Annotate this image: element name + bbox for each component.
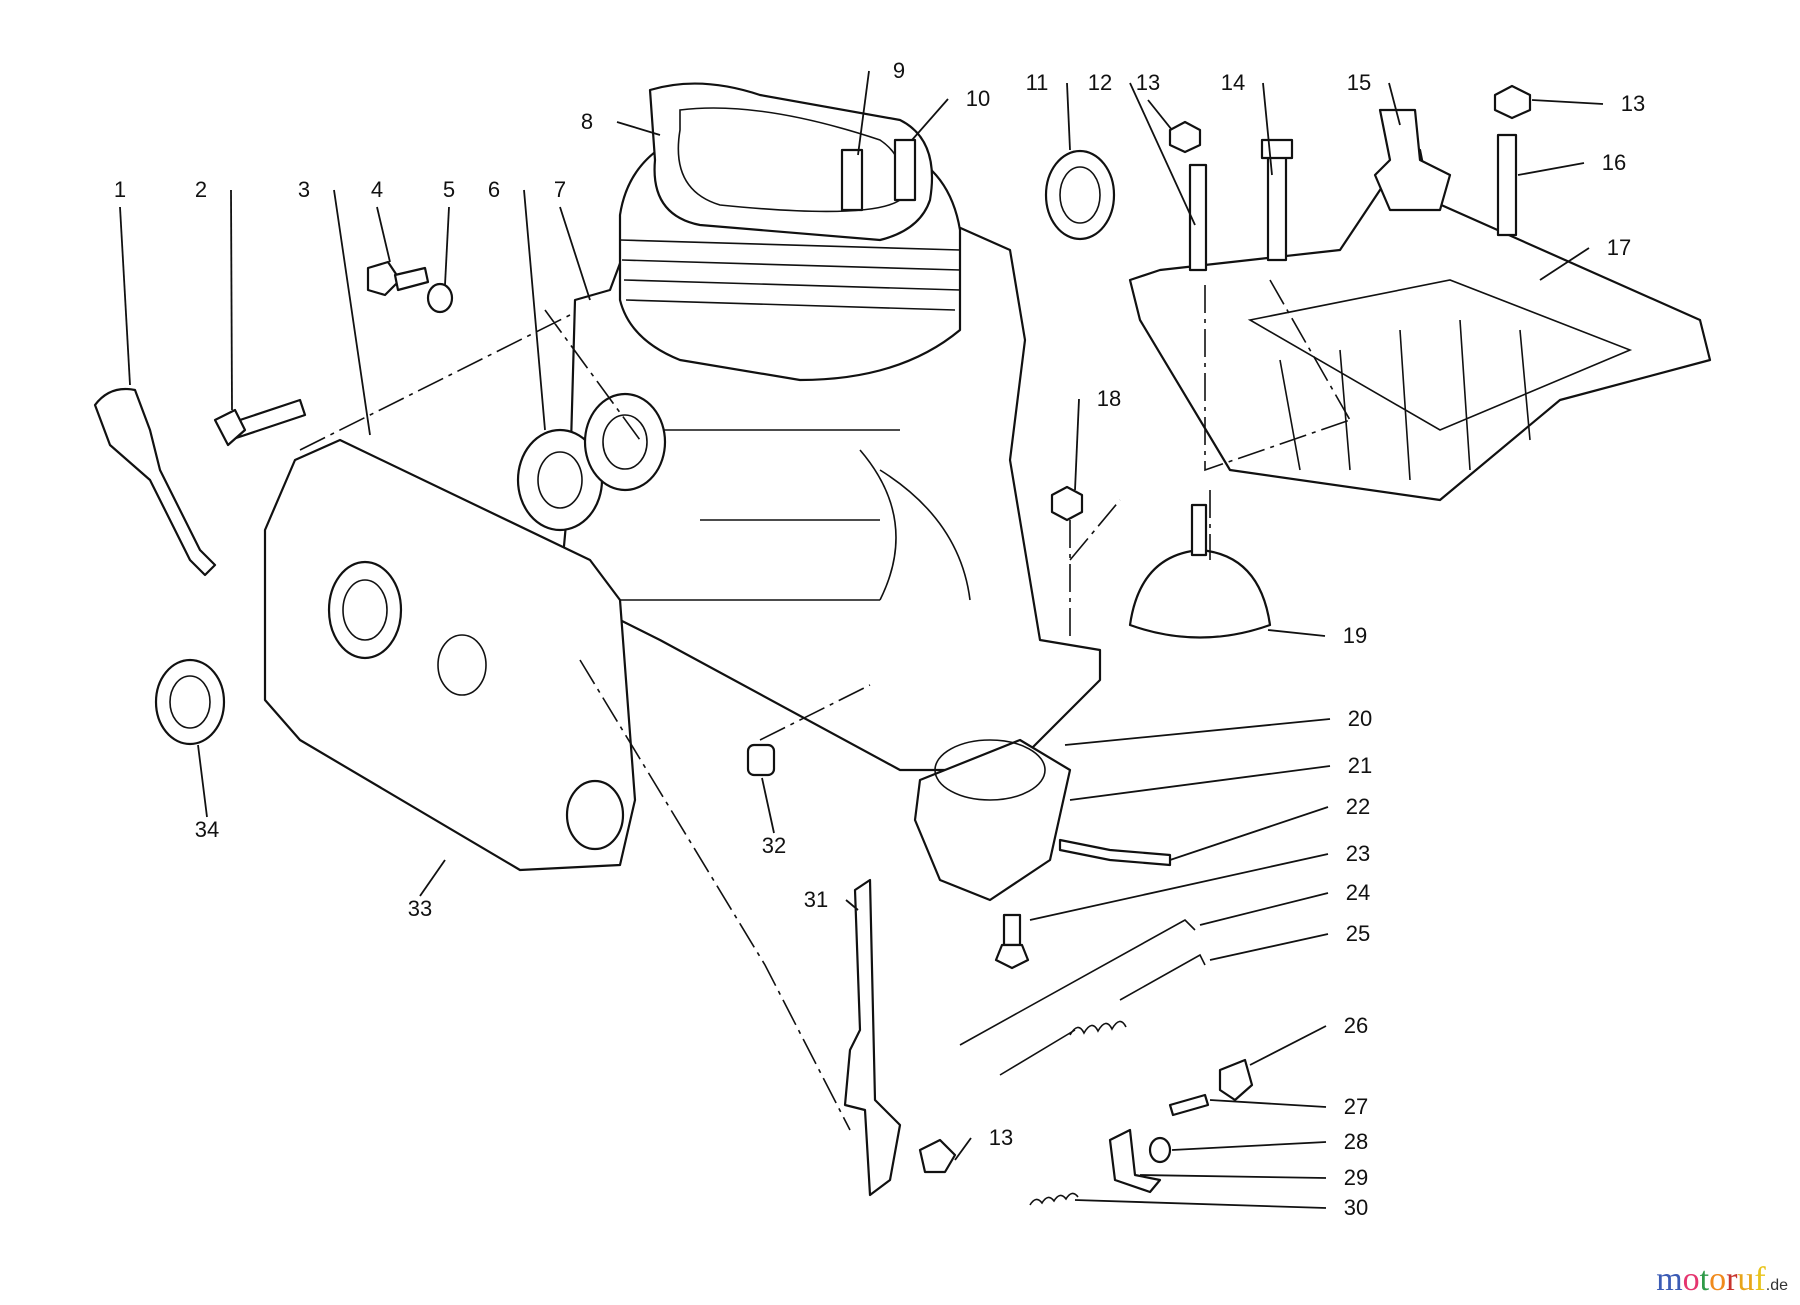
- governor-lever: [843, 878, 902, 1197]
- crankcase-cover-base: [1128, 148, 1712, 502]
- callout-number: 22: [1346, 794, 1370, 819]
- leader-line: [1388, 82, 1401, 126]
- leader-line: [1209, 933, 1329, 961]
- leader-line: [197, 744, 208, 818]
- callout-number: 13: [1621, 91, 1645, 116]
- callout-number: 28: [1344, 1129, 1368, 1154]
- leader-line: [1267, 629, 1326, 637]
- leader-line: [1531, 99, 1604, 105]
- leader-line: [444, 206, 450, 286]
- leader-line: [333, 189, 371, 436]
- callout-number: 31: [804, 887, 828, 912]
- callout-number: 14: [1221, 70, 1245, 95]
- oil-dipstick: [93, 387, 217, 577]
- callout-number: 34: [195, 817, 219, 842]
- leader-line: [559, 206, 591, 301]
- leader-line: [1147, 99, 1173, 131]
- leader-line: [1517, 162, 1585, 176]
- callout-number: 11: [1026, 70, 1049, 95]
- leader-line: [616, 121, 661, 136]
- leader-line: [1169, 806, 1329, 861]
- callout-number: 1: [114, 177, 126, 202]
- leader-line: [1064, 718, 1331, 746]
- callout-number: 33: [408, 896, 432, 921]
- callout-number: 10: [966, 86, 990, 111]
- callout-number: 7: [554, 177, 566, 202]
- callout-number: 16: [1602, 150, 1626, 175]
- leader-line: [1139, 1174, 1327, 1179]
- leader-line: [523, 189, 546, 431]
- callout-number: 6: [488, 177, 500, 202]
- callout-number: 21: [1348, 753, 1372, 778]
- leader-line: [845, 899, 859, 911]
- leader-line: [419, 859, 446, 897]
- motoruf-watermark-logo: motoruf.de: [1656, 1261, 1788, 1298]
- callout-number: 30: [1344, 1195, 1368, 1220]
- callout-number: 18: [1097, 386, 1121, 411]
- breather-cover: [1128, 548, 1272, 639]
- callout-number: 13: [1136, 70, 1160, 95]
- oil-seal: [154, 658, 226, 746]
- leader-line: [1249, 1025, 1327, 1066]
- leader-line: [1029, 853, 1329, 921]
- callout-number: 19: [1343, 623, 1367, 648]
- callout-number: 9: [893, 58, 905, 83]
- callout-number: 27: [1344, 1094, 1368, 1119]
- oil-seal: [1044, 149, 1116, 241]
- leader-line: [1199, 892, 1329, 926]
- callout-number: 25: [1346, 921, 1370, 946]
- callout-number: 29: [1344, 1165, 1368, 1190]
- leader-line: [1074, 1199, 1327, 1209]
- callout-number: 4: [371, 177, 383, 202]
- leader-line: [954, 1137, 972, 1161]
- head-gasket: [648, 82, 934, 242]
- leader-line: [1262, 82, 1273, 176]
- callout-number: 8: [581, 109, 593, 134]
- leader-line: [230, 189, 233, 411]
- leader-line: [1539, 247, 1590, 281]
- callout-number: 12: [1088, 70, 1112, 95]
- flange-nut: [1168, 120, 1202, 154]
- callout-number: 32: [762, 833, 786, 858]
- leader-line: [376, 206, 391, 263]
- callout-number: 5: [443, 177, 455, 202]
- callout-number: 17: [1607, 235, 1631, 260]
- leader-line: [761, 777, 775, 834]
- stud: [1188, 163, 1208, 272]
- callout-number: 26: [1344, 1013, 1368, 1038]
- leader-line: [1171, 1141, 1327, 1151]
- callout-number: 3: [298, 177, 310, 202]
- leader-line: [1129, 82, 1196, 226]
- leader-line: [911, 98, 949, 141]
- callout-number: 2: [195, 177, 207, 202]
- callout-number: 20: [1348, 706, 1372, 731]
- leader-line: [119, 206, 131, 386]
- leader-line: [1209, 1099, 1327, 1108]
- callout-number: 24: [1346, 880, 1370, 905]
- callout-number: 15: [1347, 70, 1371, 95]
- governor-assembly: [913, 738, 1072, 902]
- leader-line: [1069, 765, 1331, 801]
- side-cover: [263, 438, 637, 872]
- leader-line: [1066, 82, 1071, 151]
- dowel-pin: [746, 743, 776, 777]
- leader-line: [857, 70, 870, 156]
- callout-number: 23: [1346, 841, 1370, 866]
- callout-number: 13: [989, 1125, 1013, 1150]
- leader-line: [1074, 398, 1080, 491]
